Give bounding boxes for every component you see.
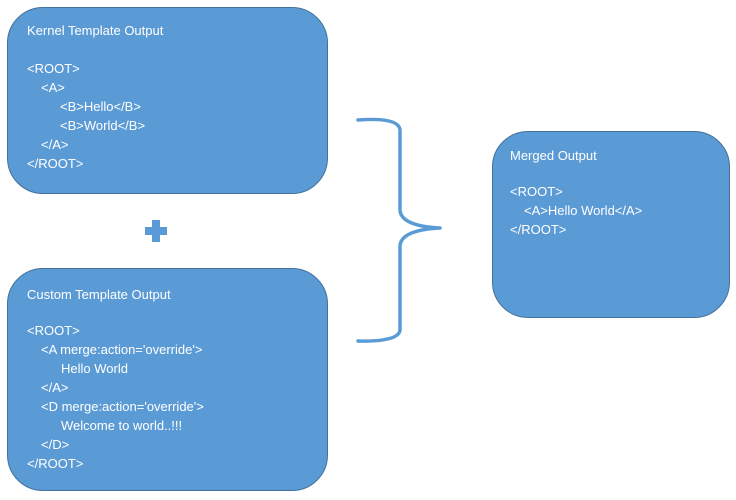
kernel-template-output-box: Kernel Template Output <ROOT> <A> <B>Hel… (7, 7, 328, 194)
plus-icon (145, 220, 167, 242)
custom-box-title: Custom Template Output (27, 287, 171, 302)
merged-output-box: Merged Output <ROOT> <A>Hello World</A> … (492, 131, 730, 318)
custom-code-line: Hello World (61, 361, 128, 376)
merged-code-line: <ROOT> (510, 184, 563, 199)
kernel-code-line: <B>Hello</B> (60, 99, 141, 114)
custom-code-line: <ROOT> (27, 323, 80, 338)
kernel-code-line: <ROOT> (27, 61, 80, 76)
merged-box-title: Merged Output (510, 148, 597, 163)
kernel-code-line: </A> (41, 137, 69, 152)
right-curly-brace-icon (356, 117, 442, 343)
custom-code-line: <D merge:action='override'> (41, 399, 204, 414)
kernel-code-line: </ROOT> (27, 156, 84, 171)
kernel-code-line: <B>World</B> (60, 118, 146, 133)
kernel-code-line: <A> (41, 80, 65, 95)
custom-code-line: </ROOT> (27, 456, 84, 471)
custom-code-line: <A merge:action='override'> (41, 342, 203, 357)
merged-code-line: <A>Hello World</A> (524, 203, 643, 218)
custom-template-output-box: Custom Template Output <ROOT> <A merge:a… (7, 268, 328, 491)
kernel-box-title: Kernel Template Output (27, 23, 164, 38)
merged-code-line: </ROOT> (510, 222, 567, 237)
custom-code-line: </A> (41, 380, 69, 395)
custom-code-line: </D> (41, 437, 70, 452)
custom-code-line: Welcome to world..!!! (61, 418, 183, 433)
